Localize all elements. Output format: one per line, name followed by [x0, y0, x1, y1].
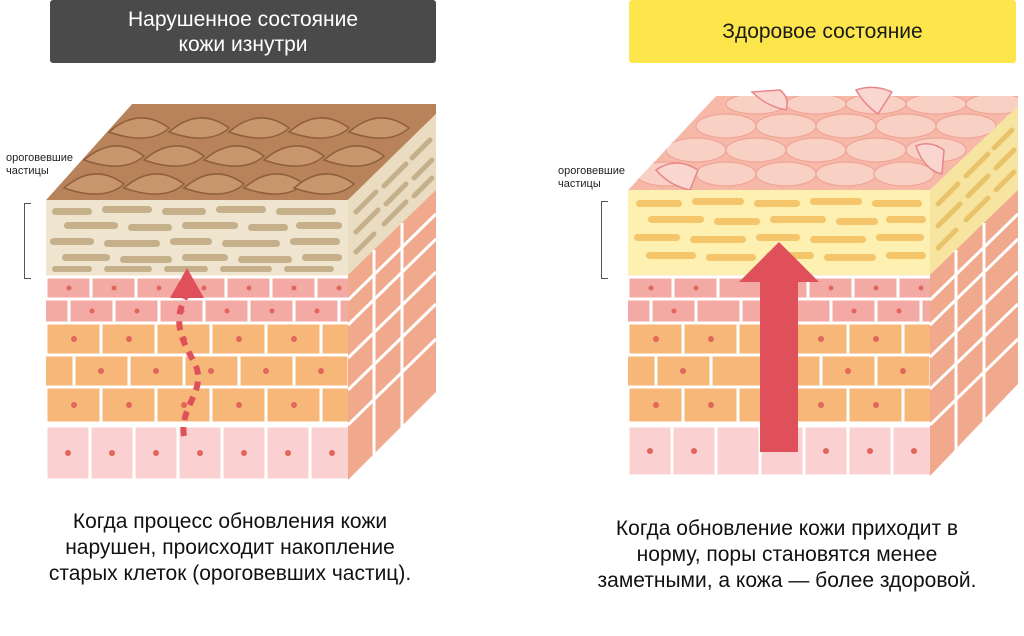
horny-particles-label: ороговевшие частицы — [558, 165, 625, 191]
healthy-skin-panel: Здоровое состояние ороговевшие частицы — [512, 0, 1024, 636]
caption-line-1: Когда процесс обновления кожи — [72, 510, 388, 533]
damaged-skin-title: Нарушенное состояние кожи изнутри — [50, 0, 436, 63]
healthy-side-face — [930, 106, 1018, 476]
damaged-skin-cube — [46, 104, 436, 480]
horny-particles-label: ороговевшие частицы — [6, 152, 73, 178]
healthy-skin-cube — [628, 86, 1018, 476]
caption-line-2: норму, поры становятся менее — [636, 543, 938, 566]
caption-line-3: старых клеток (ороговевших частиц). — [48, 562, 412, 585]
layer-bracket — [24, 203, 31, 279]
caption-line-3: заметными, а кожа — более здоровой. — [597, 569, 977, 592]
title-line-1: Нарушенное состояние — [127, 7, 359, 31]
shedding-flakes — [654, 86, 945, 191]
layer-bracket — [601, 201, 608, 279]
label-line-2: частицы — [6, 165, 49, 177]
title-line-2: кожи изнутри — [178, 32, 308, 56]
normal-renewal-arrow — [739, 242, 819, 452]
damaged-front-face — [46, 200, 348, 480]
healthy-skin-caption: Когда обновление кожи приходит в норму, … — [562, 516, 1012, 594]
impeded-renewal-arrow — [170, 268, 204, 437]
label-line-1: ороговевшие — [558, 165, 626, 177]
damaged-skin-caption: Когда процесс обновления кожи нарушен, п… — [10, 509, 450, 587]
damaged-skin-panel: Нарушенное состояние кожи изнутри орогов… — [6, 0, 450, 587]
healthy-skin-title: Здоровое состояние — [629, 0, 1016, 63]
caption-line-2: нарушен, происходит накопление — [65, 536, 395, 559]
damaged-side-face — [348, 114, 436, 480]
damaged-surface — [46, 104, 436, 200]
label-line-1: ороговевшие — [6, 152, 74, 164]
label-line-2: частицы — [558, 178, 601, 190]
caption-line-1: Когда обновление кожи приходит в — [615, 517, 959, 540]
